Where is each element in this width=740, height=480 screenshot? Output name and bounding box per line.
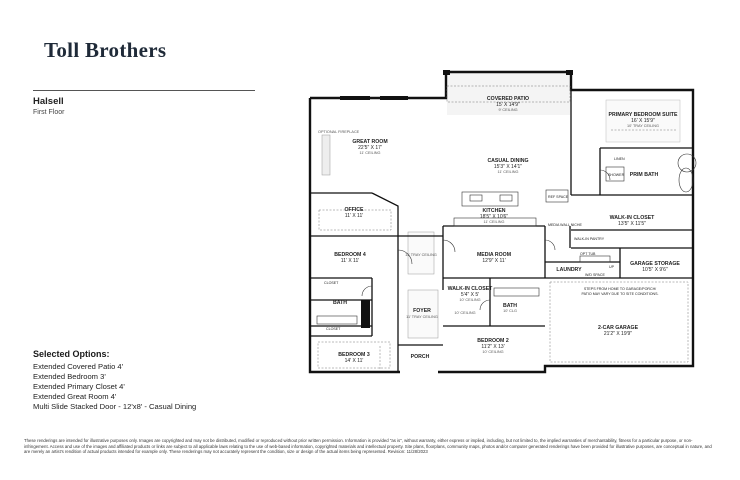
label-up: UP <box>609 265 615 269</box>
dims-great-room: 22'5" X 17' <box>358 145 382 151</box>
header-divider <box>33 90 255 91</box>
label-closet-b4: CLOSET <box>324 281 339 285</box>
option-item: Extended Covered Patio 4' <box>33 362 124 371</box>
selected-options-title: Selected Options: <box>33 349 110 359</box>
dims-garage-storage: 10'5" X 9'6" <box>642 267 668 273</box>
dims-media-room: 12'9" X 11' <box>482 258 505 264</box>
label-walk-in-closet-primary: WALK-IN CLOSET <box>610 215 655 221</box>
ceiling-foyer-side: 10' CEILING <box>454 311 475 315</box>
label-bedroom4: BEDROOM 4 <box>334 252 366 258</box>
label-great-room: GREAT ROOM <box>352 139 387 145</box>
brand-logo: Toll Brothers <box>44 38 167 62</box>
label-covered-patio: COVERED PATIO <box>487 96 529 102</box>
label-linen: LINEN <box>614 157 625 161</box>
dims-bedroom4: 11' X 11' <box>341 258 359 264</box>
ceiling-covered-patio: 9' CEILING <box>498 108 517 112</box>
ceiling-bedroom2: 10' CEILING <box>482 350 503 354</box>
label-foyer: FOYER <box>413 308 431 314</box>
label-kitchen: KITCHEN <box>482 208 505 214</box>
ceiling-kitchen: 11' CEILING <box>484 220 505 224</box>
plan-name: Halsell <box>33 96 64 107</box>
label-bedroom2: BEDROOM 2 <box>477 338 509 344</box>
dims-kitchen: 18'5" X 10'6" <box>480 214 508 220</box>
label-porch: PORCH <box>411 354 430 360</box>
label-prim-bath: PRIM BATH <box>630 172 659 178</box>
label-laundry: LAUNDRY <box>556 267 582 273</box>
option-item: Multi Slide Stacked Door - 12'x8' - Casu… <box>33 402 197 411</box>
selected-options-list: Extended Covered Patio 4' Extended Bedro… <box>33 362 248 412</box>
dims-walk-in-closet-primary: 13'5" X 11'5" <box>618 221 646 227</box>
ceiling-great-room: 11' CEILING <box>360 151 381 155</box>
label-walk-in-pantry: WALK-IN PANTRY <box>574 237 605 241</box>
label-fireplace: OPTIONAL FIREPLACE <box>318 130 360 134</box>
legal-disclaimer: These renderings are intended for illust… <box>24 438 712 455</box>
label-casual-dining: CASUAL DINING <box>487 158 528 164</box>
dims-casual-dining: 15'3" X 14'1" <box>494 164 522 170</box>
dims-walk-in-closet-b2: 5'4" X 5' <box>461 292 479 298</box>
label-ref-space: REF SPACE <box>548 195 569 199</box>
garage-note-line1: STEPS FROM HOME TO GARAGE/PORCH/ <box>584 287 656 291</box>
label-walk-in-closet-b2: WALK-IN CLOSET <box>448 286 493 292</box>
label-opt-tub: OPT TUB <box>580 252 596 256</box>
label-garage-storage: GARAGE STORAGE <box>630 261 680 267</box>
ceiling-foyer: 11' TRAY CEILING <box>406 315 438 319</box>
label-shower: SHOWER <box>608 173 625 177</box>
option-item: Extended Bedroom 3' <box>33 372 106 381</box>
label-closet-b3: CLOSET <box>326 327 341 331</box>
dims-bedroom3: 14' X 11' <box>345 358 364 364</box>
label-primary-suite: PRIMARY BEDROOM SUITE <box>609 112 678 118</box>
ceiling-casual-dining: 11' CEILING <box>498 170 519 174</box>
ceiling-hall: 11' TRAY CEILING <box>405 253 437 257</box>
ceiling-walk-in-closet-b2: 10' CEILING <box>459 298 480 302</box>
label-media-room: MEDIA ROOM <box>477 252 511 258</box>
dims-office: 11' X 11' <box>345 213 363 219</box>
option-item: Extended Great Room 4' <box>33 392 117 401</box>
garage-note-line2: PATIO MAY VARY DUE TO SITE CONDITIONS. <box>581 292 658 296</box>
dims-bedroom2: 11'2" X 13' <box>481 344 504 350</box>
label-garage: 2-CAR GARAGE <box>598 325 639 331</box>
label-bedroom3: BEDROOM 3 <box>338 352 370 358</box>
dims-primary-suite: 16' X 15'9" <box>631 118 655 124</box>
label-media-wall: MEDIA WALL NICHE <box>548 223 582 227</box>
label-w-d-space: W/D SPACE <box>585 273 606 277</box>
dims-covered-patio: 15' X 14'9" <box>496 102 520 108</box>
dims-garage: 21'2" X 19'9" <box>604 331 632 337</box>
label-bath2: BATH <box>503 303 517 309</box>
plan-floor: First Floor <box>33 109 65 116</box>
ceiling-primary-suite: 10' TRAY CEILING <box>627 124 659 128</box>
label-bath: BATH <box>333 300 347 306</box>
label-office: OFFICE <box>344 207 364 213</box>
option-item: Extended Primary Closet 4' <box>33 382 125 391</box>
ceiling-bath2: 10' CLG <box>503 309 517 313</box>
